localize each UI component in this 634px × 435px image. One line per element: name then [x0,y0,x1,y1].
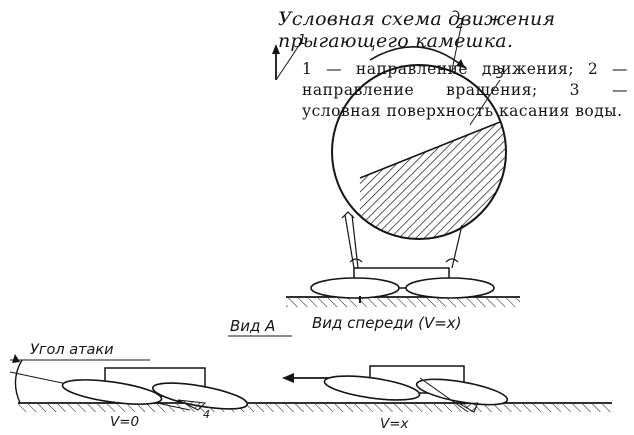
callout-1: 1 [298,33,306,48]
velocity-x-label: V=x [380,416,410,432]
rotation-direction-arrow [369,45,466,69]
stone-front-view [286,211,520,307]
callout-4: 4 [203,408,210,421]
attack-angle-label: Угол атаки [30,342,114,358]
caption-title: Условная схема движения прыгающего камеш… [278,8,556,52]
attack-angle-arc [14,359,23,404]
water-contact-surface [360,118,506,239]
stone-top-view [331,21,507,240]
movement-direction-arrow [272,43,301,81]
stone-pair-moving [323,365,509,413]
stone-pair-rest [61,367,249,411]
callout-2: 2 [456,17,464,32]
velocity-zero-label: V=0 [110,414,139,430]
caption-body: 1 — направление движения; 2 — направлени… [302,60,628,120]
view-a-label: Вид А [230,317,275,335]
callout-3: 3 [496,67,504,82]
front-view-label: Вид спереди (V=x) [312,314,462,332]
side-view [9,354,612,413]
